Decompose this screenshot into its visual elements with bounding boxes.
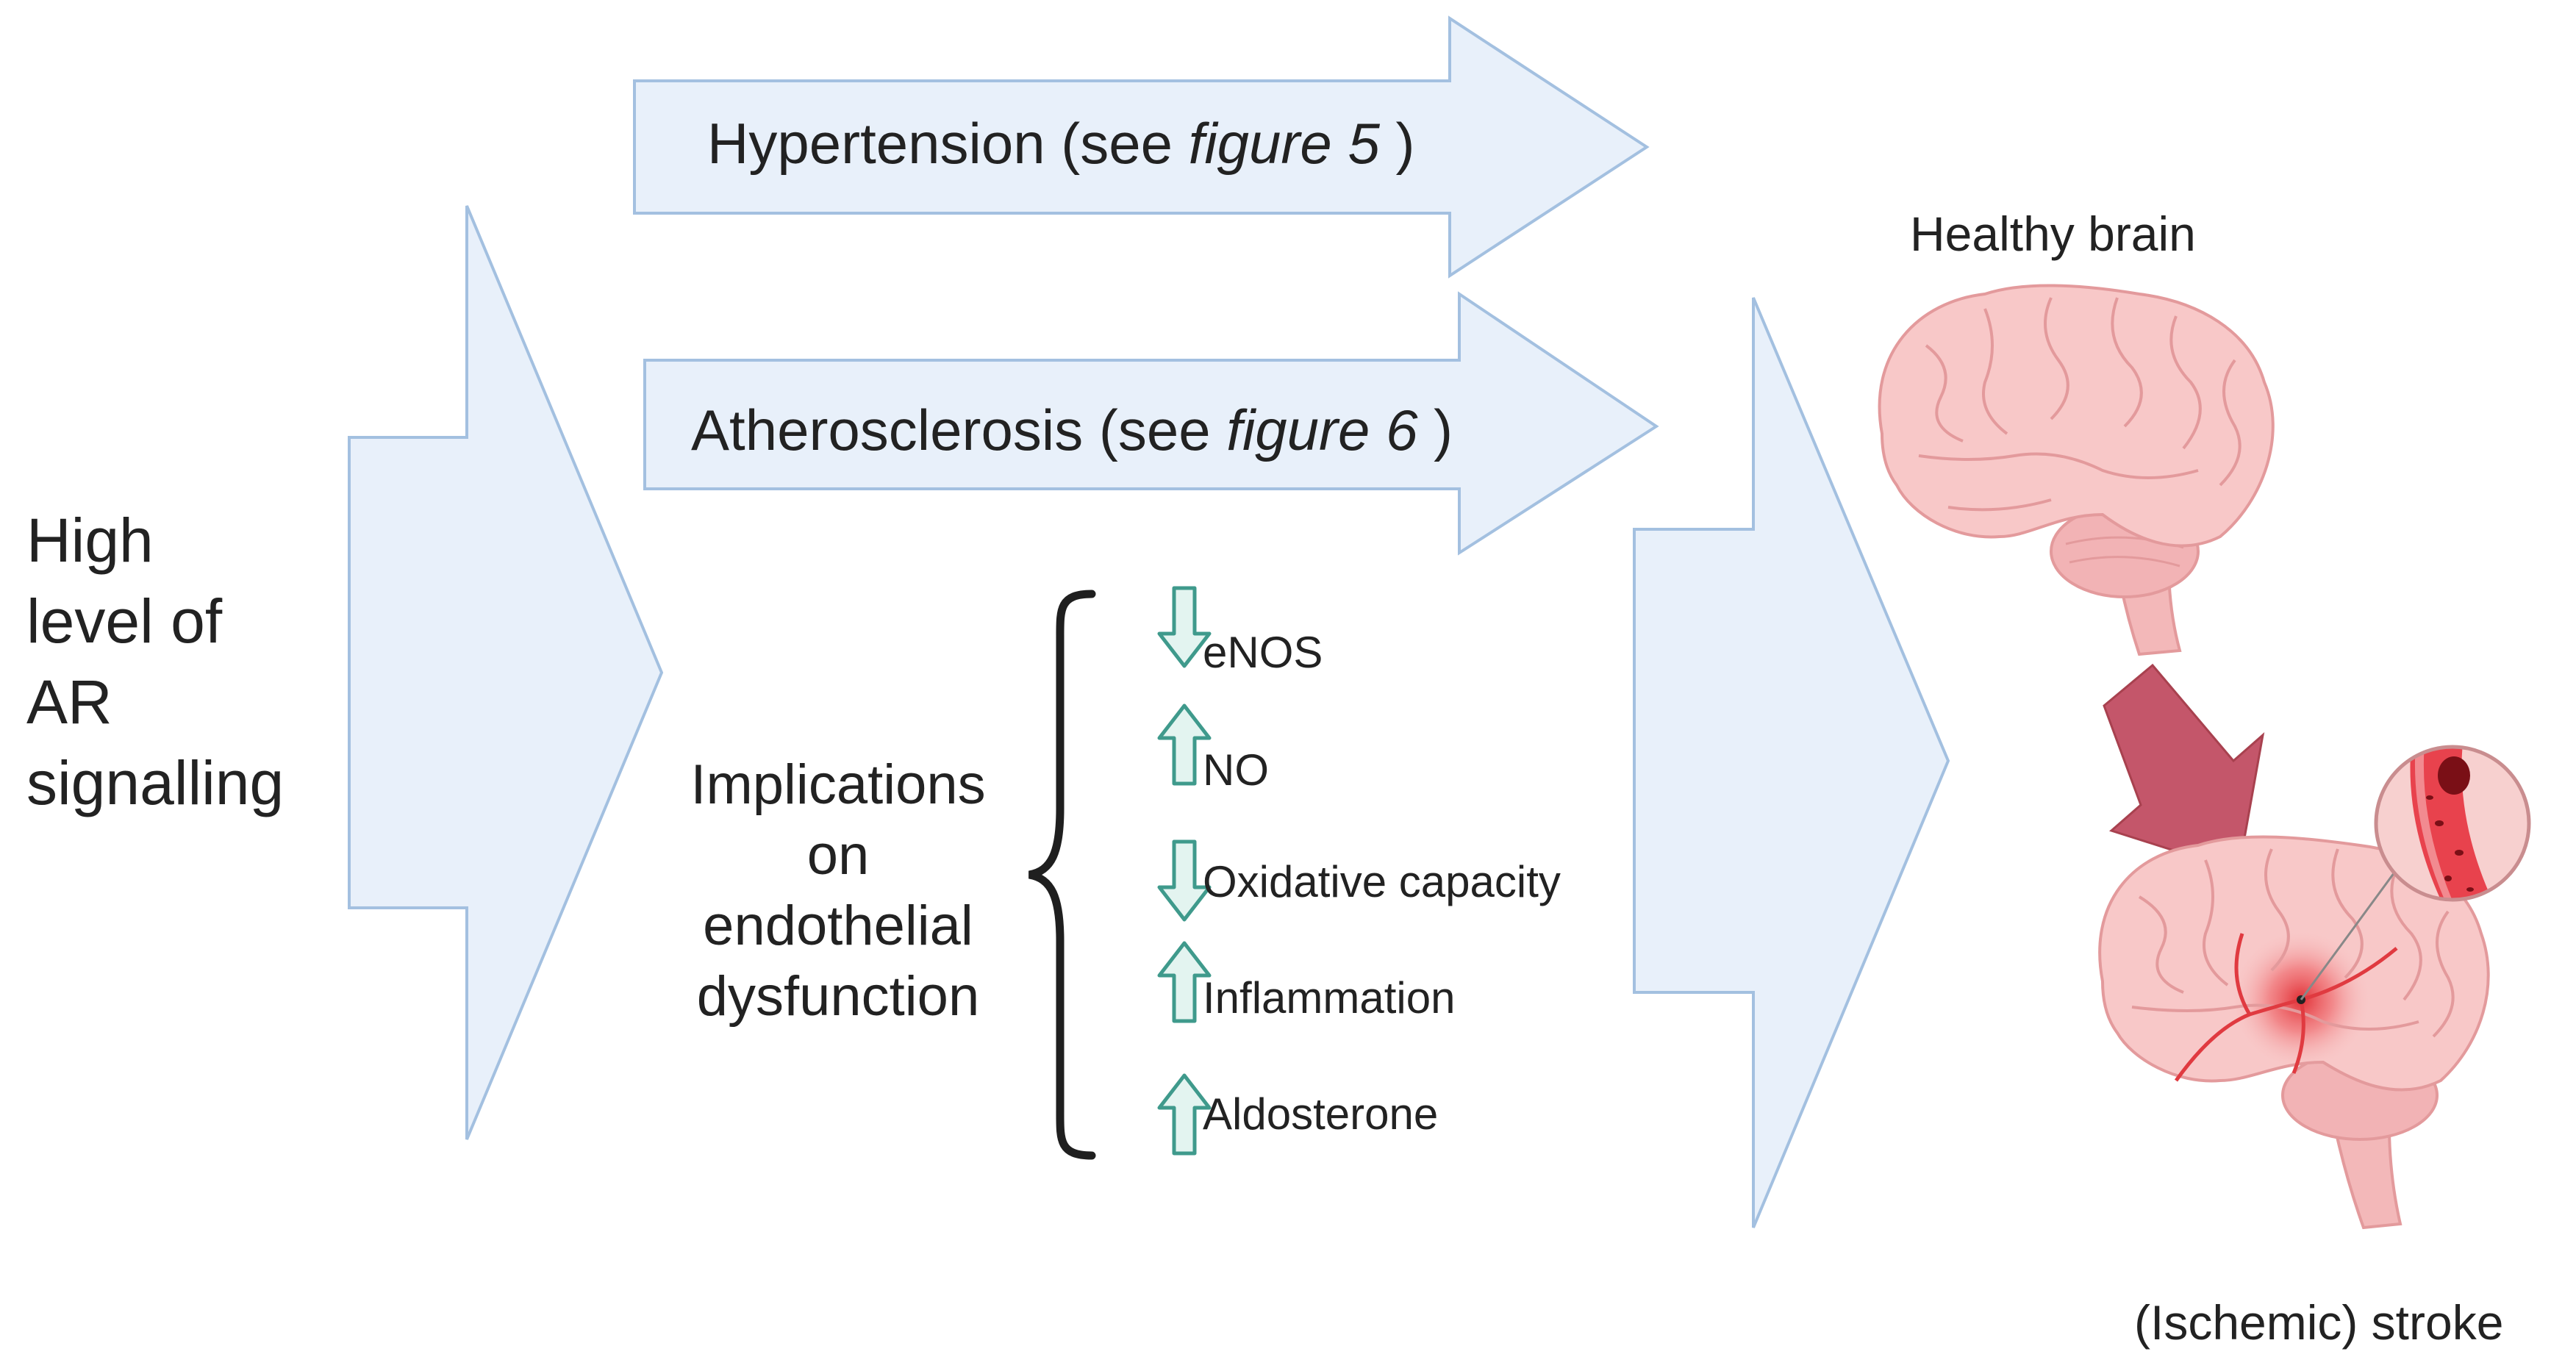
cause-line: level of (26, 587, 223, 656)
endothelial-title-line: on (806, 824, 870, 887)
atherosclerosis-label: Atherosclerosis (see figure 6 ) (691, 401, 1453, 459)
endothelial-title-line: Implications (690, 753, 986, 816)
cause-label: High level of AR signalling (26, 500, 343, 823)
arrow-up-icon (1157, 703, 1212, 786)
red-arrow-down-right-icon (2103, 663, 2265, 873)
hypertension-label: Hypertension (see figure 5 ) (707, 115, 1415, 172)
atherosclerosis-suffix: ) (1417, 398, 1453, 462)
atherosclerosis-prefix: Atherosclerosis (see (691, 398, 1227, 462)
hypertension-suffix: ) (1379, 111, 1415, 176)
effect-label-enos: eNOS (1203, 628, 1323, 677)
cause-line: AR (26, 667, 112, 737)
curly-brace (1028, 590, 1096, 1160)
arrow-down-icon (1157, 839, 1212, 922)
cause-line: High (26, 506, 154, 575)
healthy-brain-label: Healthy brain (1910, 207, 2196, 261)
effect-label-oxidative-capacity: Oxidative capacity (1203, 857, 1561, 906)
hypertension-figure-ref: figure 5 (1188, 111, 1380, 176)
atherosclerosis-figure-ref: figure 6 (1226, 398, 1418, 462)
effect-label-aldosterone: Aldosterone (1203, 1089, 1439, 1139)
outcome-arrow (1633, 297, 1950, 1228)
cause-arrow (348, 205, 664, 1140)
stroke-brain-icon (2098, 835, 2490, 1230)
cause-line: signalling (26, 748, 285, 817)
arrow-up-icon (1157, 1073, 1212, 1156)
brain-icon (1878, 284, 2275, 656)
arrow-down-icon (1157, 586, 1212, 668)
endothelial-title-line: dysfunction (696, 965, 980, 1028)
arrow-up-icon (1157, 941, 1212, 1023)
effect-label-inflammation: Inflammation (1203, 973, 1456, 1023)
effect-label-no: NO (1203, 745, 1269, 795)
endothelial-title-line: endothelial (703, 895, 973, 957)
hypertension-arrow (633, 15, 1650, 279)
hypertension-prefix: Hypertension (see (707, 111, 1189, 176)
atherosclerosis-arrow (643, 291, 1659, 556)
blood-clot-vessel-icon (2374, 745, 2531, 902)
endothelial-title: Implications on endothelial dysfunction (669, 750, 1007, 1032)
stroke-label: (Ischemic) stroke (2134, 1295, 2504, 1350)
